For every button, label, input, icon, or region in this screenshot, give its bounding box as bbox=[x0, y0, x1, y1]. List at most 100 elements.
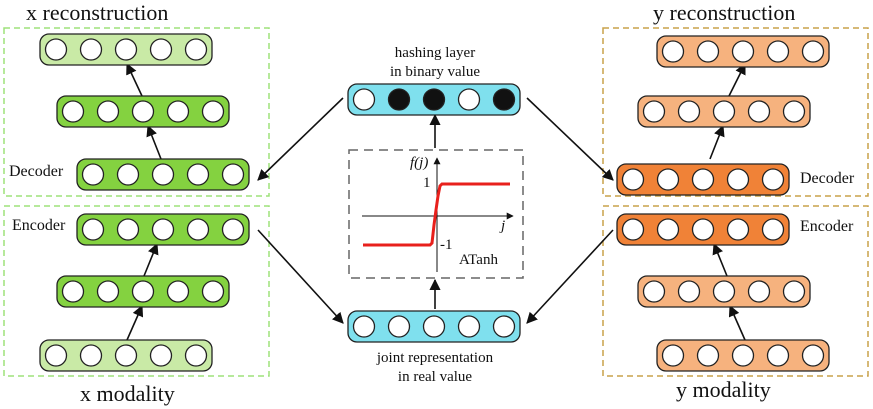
neuron bbox=[166, 280, 190, 303]
y-layer-input bbox=[656, 339, 830, 372]
x-layer-input bbox=[39, 339, 213, 372]
neuron bbox=[114, 344, 138, 367]
neuron bbox=[422, 315, 446, 338]
neuron bbox=[621, 168, 645, 191]
y-layer-hidden-1 bbox=[637, 275, 811, 308]
neuron bbox=[61, 280, 85, 303]
neuron bbox=[712, 100, 736, 123]
neuron bbox=[761, 168, 785, 191]
neuron bbox=[44, 38, 68, 61]
neuron bbox=[201, 280, 225, 303]
neuron bbox=[696, 344, 720, 367]
neuron bbox=[492, 315, 516, 338]
x-reconstruction-box bbox=[3, 27, 270, 197]
plot-frame bbox=[348, 149, 524, 279]
joint-caption-line2: in real value bbox=[397, 369, 473, 385]
neuron bbox=[184, 38, 208, 61]
neuron-active bbox=[387, 88, 411, 111]
neuron bbox=[677, 280, 701, 303]
neuron bbox=[661, 344, 685, 367]
neuron bbox=[782, 280, 806, 303]
hashing-caption-line2: in binary value bbox=[390, 64, 480, 80]
y-modality-title: y modality bbox=[676, 377, 771, 402]
neuron bbox=[221, 163, 245, 186]
plot-tick-neg: -1 bbox=[440, 237, 453, 253]
neuron bbox=[149, 38, 173, 61]
neuron bbox=[747, 280, 771, 303]
arrow-encoder-y-to-joint bbox=[526, 229, 614, 324]
neuron bbox=[801, 40, 825, 63]
arrow-y-l1-l2 bbox=[728, 304, 746, 341]
neuron-active bbox=[492, 88, 516, 111]
joint-caption-line1: joint representation bbox=[376, 350, 494, 366]
y-reconstruction-box bbox=[602, 27, 869, 197]
arrow-hash-to-decoder-x bbox=[257, 97, 344, 181]
neuron bbox=[621, 218, 645, 241]
arrow-encoder-x-to-joint bbox=[257, 229, 344, 324]
neuron bbox=[801, 344, 825, 367]
neuron bbox=[79, 344, 103, 367]
neuron bbox=[656, 218, 680, 241]
x-layer-encoder bbox=[76, 213, 250, 246]
arrow-x-l4-l5 bbox=[146, 124, 162, 160]
hashing-caption-line1: hashing layer bbox=[394, 45, 476, 61]
neuron bbox=[766, 344, 790, 367]
y-reconstruction-title: y reconstruction bbox=[653, 0, 796, 25]
x-layer-output bbox=[39, 33, 213, 66]
neuron bbox=[186, 218, 210, 241]
neuron bbox=[201, 100, 225, 123]
neuron bbox=[696, 40, 720, 63]
y-layer-encoder bbox=[616, 213, 790, 246]
neuron bbox=[221, 218, 245, 241]
neuron bbox=[642, 100, 666, 123]
neuron bbox=[766, 40, 790, 63]
neuron bbox=[131, 280, 155, 303]
neuron bbox=[691, 218, 715, 241]
plot-tick-pos: 1 bbox=[423, 175, 431, 191]
neuron bbox=[352, 88, 376, 111]
neuron bbox=[116, 218, 140, 241]
arrow-y-l4-l5 bbox=[709, 124, 725, 160]
x-layer-decoder bbox=[76, 158, 250, 191]
arrow-x-l5-l6 bbox=[126, 62, 143, 97]
neuron bbox=[131, 100, 155, 123]
plot-function-name: ATanh bbox=[459, 252, 498, 268]
atanh-curve bbox=[363, 182, 510, 247]
neuron bbox=[151, 163, 175, 186]
x-modality-title: x modality bbox=[80, 381, 175, 406]
neuron bbox=[186, 163, 210, 186]
hashing-layer bbox=[347, 83, 521, 116]
neuron bbox=[782, 100, 806, 123]
x-modality-box bbox=[3, 205, 270, 377]
neuron bbox=[457, 88, 481, 111]
neuron bbox=[661, 40, 685, 63]
neuron bbox=[726, 218, 750, 241]
plot-y-label: f(j) bbox=[410, 155, 429, 171]
neuron bbox=[116, 163, 140, 186]
neuron bbox=[96, 100, 120, 123]
neuron-active bbox=[422, 88, 446, 111]
neuron bbox=[61, 100, 85, 123]
arrow-y-l2-l3 bbox=[712, 242, 728, 277]
neuron bbox=[731, 344, 755, 367]
neuron bbox=[656, 168, 680, 191]
neuron bbox=[166, 100, 190, 123]
x-reconstruction-title: x reconstruction bbox=[26, 0, 169, 25]
neuron bbox=[677, 100, 701, 123]
encoder-x-label: Encoder bbox=[12, 217, 66, 234]
neuron bbox=[44, 344, 68, 367]
neuron bbox=[96, 280, 120, 303]
neuron bbox=[81, 163, 105, 186]
y-modality-box bbox=[602, 205, 869, 377]
x-layer-hidden-1 bbox=[56, 275, 230, 308]
encoder-y-label: Encoder bbox=[800, 218, 854, 235]
arrow-y-l5-l6 bbox=[728, 62, 746, 97]
y-layer-decoder bbox=[616, 163, 790, 196]
neuron bbox=[114, 38, 138, 61]
neuron-layers bbox=[39, 33, 830, 372]
neuron bbox=[691, 168, 715, 191]
x-layer-hidden-2 bbox=[56, 95, 230, 128]
neuron bbox=[352, 315, 376, 338]
joint-layer bbox=[347, 310, 521, 343]
decoder-y-label: Decoder bbox=[800, 170, 855, 187]
